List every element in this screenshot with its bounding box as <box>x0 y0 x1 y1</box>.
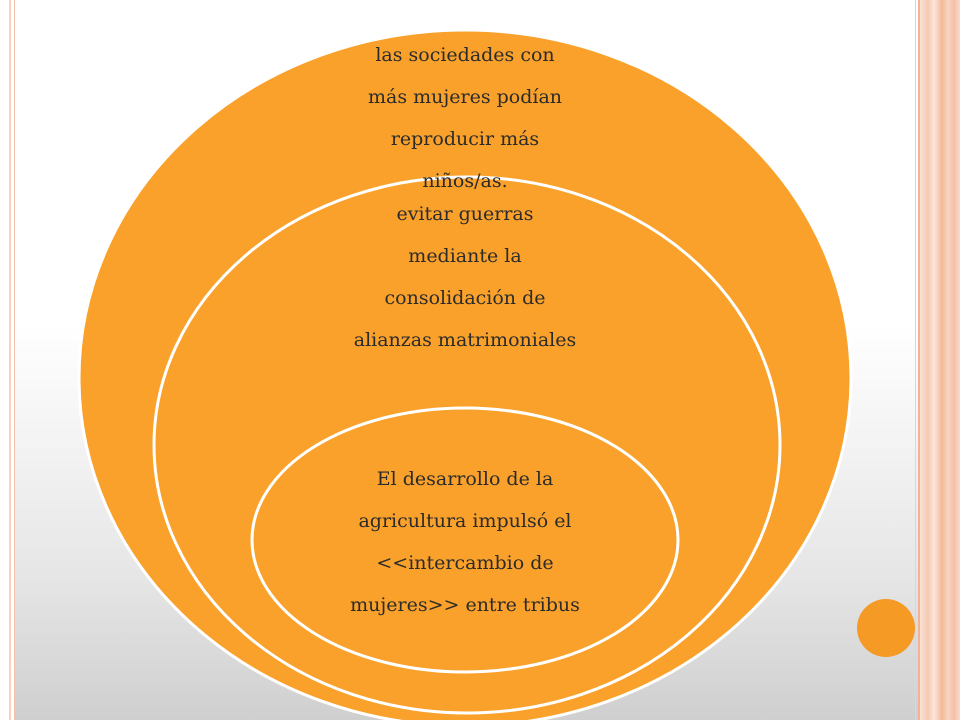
inner-line-3: <<intercambio de <box>376 552 554 574</box>
inner-circle-text: El desarrollo de la agricultura impulsó … <box>300 458 630 626</box>
middle-circle-text: evitar guerras mediante la consolidación… <box>300 193 630 361</box>
outer-line-1: las sociedades con <box>375 44 555 66</box>
outer-line-4: niños/as. <box>422 170 508 192</box>
right-frame <box>920 0 960 720</box>
middle-line-4: alianzas matrimoniales <box>353 329 577 351</box>
right-frame-line-inner <box>915 0 916 720</box>
right-frame-line <box>918 0 920 720</box>
middle-line-3: consolidación de <box>384 287 546 309</box>
inner-line-4: mujeres>> entre tribus <box>350 594 580 616</box>
middle-line-2: mediante la <box>408 245 522 267</box>
middle-line-1: evitar guerras <box>396 203 534 225</box>
inner-line-1: El desarrollo de la <box>376 468 554 490</box>
outer-line-3: reproducir más <box>390 128 540 150</box>
inner-circle <box>250 406 680 674</box>
outer-circle-text: las sociedades con más mujeres podían re… <box>315 34 615 202</box>
decorative-dot <box>857 599 915 657</box>
outer-line-2: más mujeres podían <box>367 86 563 108</box>
inner-line-2: agricultura impulsó el <box>358 510 572 532</box>
left-frame-line <box>9 0 11 720</box>
left-frame-line-inner <box>14 0 15 720</box>
